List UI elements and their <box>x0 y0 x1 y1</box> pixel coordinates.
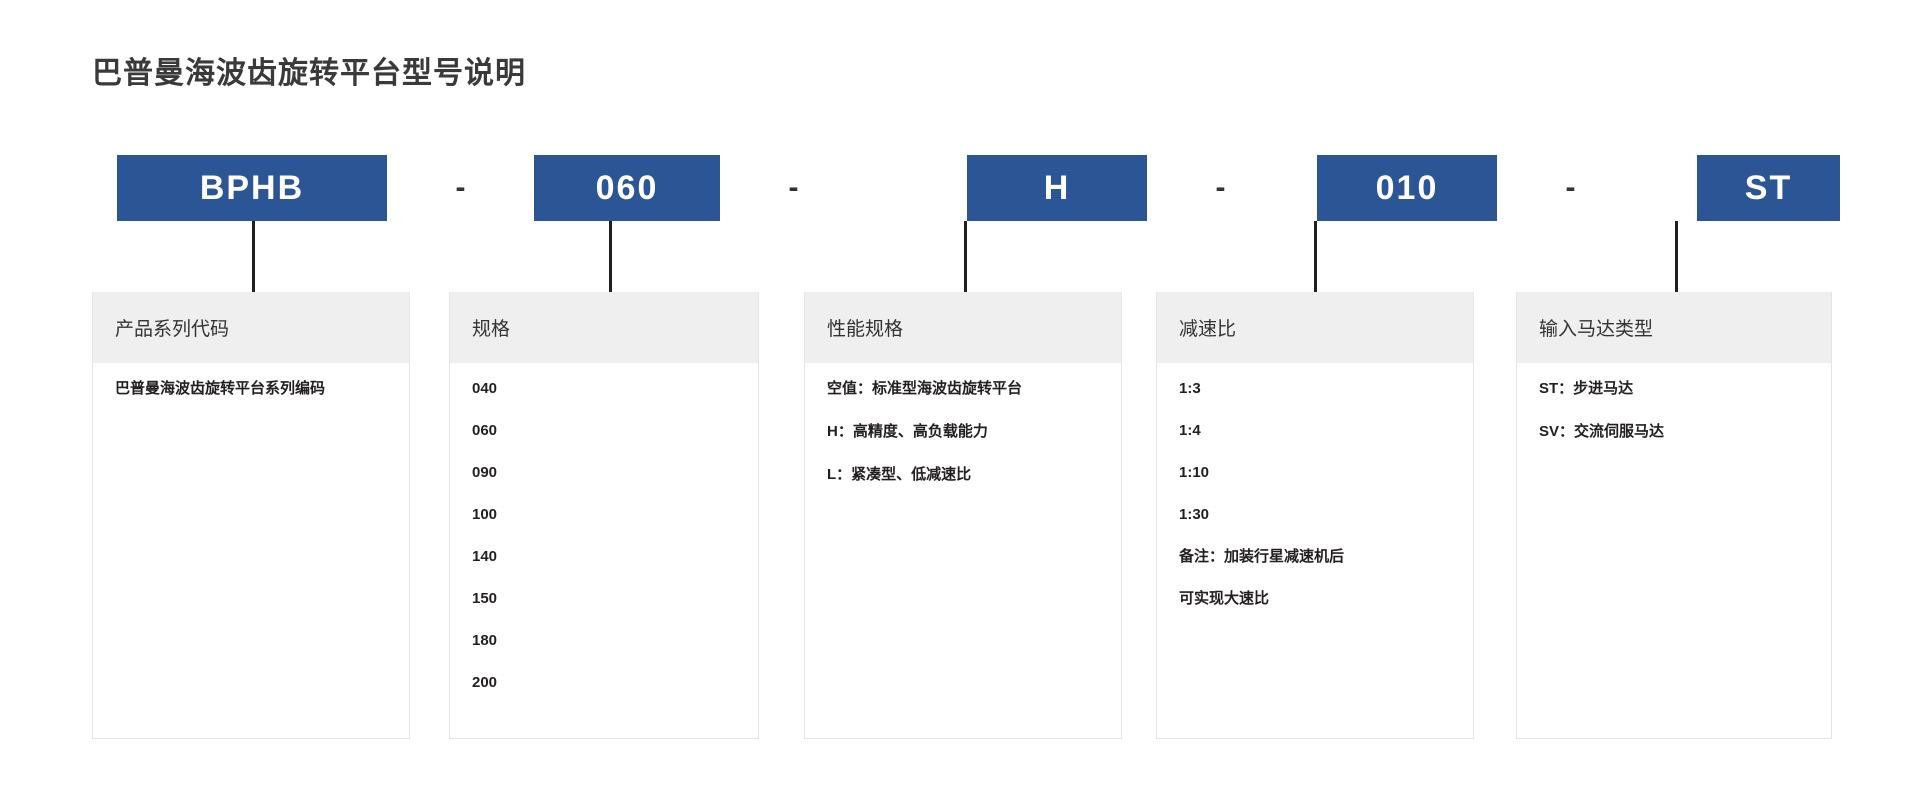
list-item: SV：交流伺服马达 <box>1539 423 1665 440</box>
list-item: 1:4 <box>1179 422 1201 439</box>
code-segment-motor: ST <box>1697 155 1840 221</box>
connector-line-ratio <box>1314 221 1317 295</box>
column-body: 040 060 090 100 140 150 180 200 <box>450 363 758 690</box>
model-code-strip: BPHB - 060 - H - 010 - ST <box>92 155 1840 221</box>
list-item: 060 <box>472 422 498 439</box>
list-item: 空值：标准型海波齿旋转平台 <box>827 380 1023 397</box>
column-body: 1:3 1:4 1:10 1:30 备注：加装行星减速机后 可实现大速比 <box>1157 363 1473 606</box>
column-size: 规格 040 060 090 100 140 150 180 200 <box>449 292 759 739</box>
page-title: 巴普曼海波齿旋转平台型号说明 <box>92 57 526 90</box>
list-item: 巴普曼海波齿旋转平台系列编码 <box>115 380 326 397</box>
list-item: 140 <box>472 548 498 565</box>
column-heading: 性能规格 <box>805 292 1121 363</box>
list-item: 040 <box>472 380 498 397</box>
description-columns: 产品系列代码 巴普曼海波齿旋转平台系列编码 规格 040 060 090 100… <box>92 292 1832 739</box>
column-series-code: 产品系列代码 巴普曼海波齿旋转平台系列编码 <box>92 292 410 739</box>
column-input-motor-type: 输入马达类型 ST：步进马达 SV：交流伺服马达 <box>1516 292 1832 739</box>
list-item: 150 <box>472 590 498 607</box>
column-heading: 输入马达类型 <box>1517 292 1831 363</box>
code-separator-3: - <box>1215 171 1226 204</box>
column-body: 空值：标准型海波齿旋转平台 H：高精度、高负载能力 L：紧凑型、低减速比 <box>805 363 1121 482</box>
code-segment-series: BPHB <box>117 155 387 221</box>
list-item: L：紧凑型、低减速比 <box>827 466 972 483</box>
code-separator-1: - <box>455 171 466 204</box>
list-item: 1:10 <box>1179 464 1210 481</box>
connector-line-size <box>609 221 612 295</box>
list-item: 1:30 <box>1179 506 1210 523</box>
list-item: 180 <box>472 632 498 649</box>
code-segment-ratio: 010 <box>1317 155 1497 221</box>
column-heading: 规格 <box>450 292 758 363</box>
column-performance-spec: 性能规格 空值：标准型海波齿旋转平台 H：高精度、高负载能力 L：紧凑型、低减速… <box>804 292 1122 739</box>
list-item: 100 <box>472 506 498 523</box>
list-item: 090 <box>472 464 498 481</box>
connector-line-performance <box>964 221 967 295</box>
list-item: H：高精度、高负载能力 <box>827 423 988 440</box>
list-item: 200 <box>472 674 498 691</box>
connector-line-motor <box>1675 221 1678 295</box>
list-item: 可实现大速比 <box>1179 590 1270 607</box>
column-heading: 产品系列代码 <box>93 292 409 363</box>
column-heading: 减速比 <box>1157 292 1473 363</box>
column-reduction-ratio: 减速比 1:3 1:4 1:10 1:30 备注：加装行星减速机后 可实现大速比 <box>1156 292 1474 739</box>
list-item: 备注：加装行星减速机后 <box>1179 548 1345 565</box>
code-separator-4: - <box>1565 171 1576 204</box>
list-item: ST：步进马达 <box>1539 380 1634 397</box>
code-segment-size: 060 <box>534 155 720 221</box>
column-body: 巴普曼海波齿旋转平台系列编码 <box>93 363 409 396</box>
connector-line-series <box>252 221 255 295</box>
list-item: 1:3 <box>1179 380 1201 397</box>
code-segment-performance: H <box>967 155 1147 221</box>
code-separator-2: - <box>788 171 799 204</box>
column-body: ST：步进马达 SV：交流伺服马达 <box>1517 363 1831 439</box>
